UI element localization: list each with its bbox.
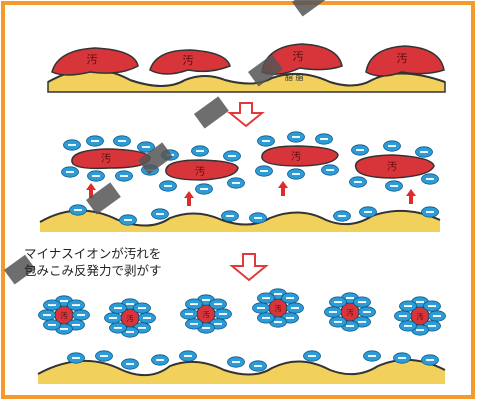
dirt-label: 汚	[127, 315, 134, 323]
caption-line-2: 包みこみ反発力で剥がす	[24, 263, 162, 278]
up-arrow-icon	[86, 183, 96, 198]
ion-icon	[358, 306, 376, 318]
dirt-label: 汚	[275, 305, 282, 313]
dirt-blob	[51, 47, 139, 76]
ion-icon	[281, 292, 299, 304]
encapsulated-dirt-cluster: 汚	[394, 296, 446, 336]
ion-icon	[133, 302, 151, 314]
ion-icon	[399, 320, 417, 332]
ion-icon	[428, 310, 446, 322]
dirt-label: 汚	[387, 160, 397, 173]
ion-icon	[257, 312, 275, 324]
ion-icon	[394, 310, 412, 322]
dirt-blob	[261, 43, 343, 75]
ion-icon	[324, 306, 342, 318]
ion-icon	[257, 292, 275, 304]
dirt-label: 汚	[397, 52, 408, 65]
dirt-blob	[149, 49, 231, 75]
stage-3-clean-surface	[37, 350, 446, 384]
encapsulated-dirt-cluster: 汚	[324, 292, 376, 332]
caption: マイナスイオンが汚れを 包みこみ反発力で剥がす	[24, 245, 162, 279]
dirt-label: 汚	[347, 309, 354, 317]
dirt-label: 汚	[417, 313, 424, 321]
ion-icon	[72, 309, 90, 321]
encapsulated-dirt-cluster: 汚	[252, 288, 304, 328]
down-arrow-icon	[227, 102, 265, 128]
dirt-blob	[165, 159, 239, 181]
oil-label: 脂 脂	[285, 72, 304, 82]
encapsulated-dirt-cluster: 汚	[180, 294, 232, 334]
dirt-blob	[365, 45, 445, 77]
surface-line	[37, 358, 446, 377]
ion-icon	[252, 302, 270, 314]
ion-icon	[329, 296, 347, 308]
ion-icon	[399, 300, 417, 312]
ion-icon	[185, 318, 203, 330]
dirt-label: 汚	[87, 53, 98, 66]
ion-icon	[67, 299, 85, 311]
ion-icon	[43, 319, 61, 331]
surface	[38, 359, 445, 384]
dirt-label: 汚	[203, 311, 210, 319]
caption-line-1: マイナスイオンが汚れを	[24, 246, 162, 261]
dirt-label: 汚	[101, 152, 111, 165]
down-arrow-icon	[229, 253, 269, 282]
up-arrow-icon	[406, 189, 416, 204]
ion-icon	[423, 300, 441, 312]
dirt-label: 汚	[195, 165, 205, 178]
up-arrow-icon	[278, 181, 288, 196]
dirt-blob	[261, 145, 339, 167]
ion-icon	[353, 296, 371, 308]
ion-icon	[180, 308, 198, 320]
ion-icon	[286, 302, 304, 314]
ion-icon	[185, 298, 203, 310]
ion-icon	[104, 312, 122, 324]
surface	[40, 210, 440, 232]
ion-icon	[43, 299, 61, 311]
ion-icon	[214, 308, 232, 320]
dirt-blob	[354, 154, 435, 179]
ion-icon	[109, 322, 127, 334]
dirt-label: 汚	[291, 150, 301, 163]
up-arrow-icon	[184, 191, 194, 206]
ion-icon	[109, 302, 127, 314]
encapsulated-dirt-cluster: 汚	[38, 295, 90, 335]
dirt-label: 汚	[293, 50, 304, 63]
dirt-label: 汚	[61, 312, 68, 320]
stage-1-soiled-surface: 汚 汚 汚 汚 脂 脂	[47, 43, 446, 93]
encapsulated-dirt-cluster: 汚	[104, 298, 156, 338]
surface-line	[47, 68, 446, 87]
ion-icon	[209, 298, 227, 310]
ion-icon	[329, 316, 347, 328]
stage-3-encapsulated-dirt: 汚汚汚汚汚汚	[38, 288, 446, 338]
stage-2-ions-lifting: 汚 汚 汚 汚	[39, 131, 441, 232]
ion-icon	[38, 309, 56, 321]
dirt-label: 汚	[183, 54, 194, 67]
ion-icon	[138, 312, 156, 324]
watermark	[3, 0, 327, 285]
